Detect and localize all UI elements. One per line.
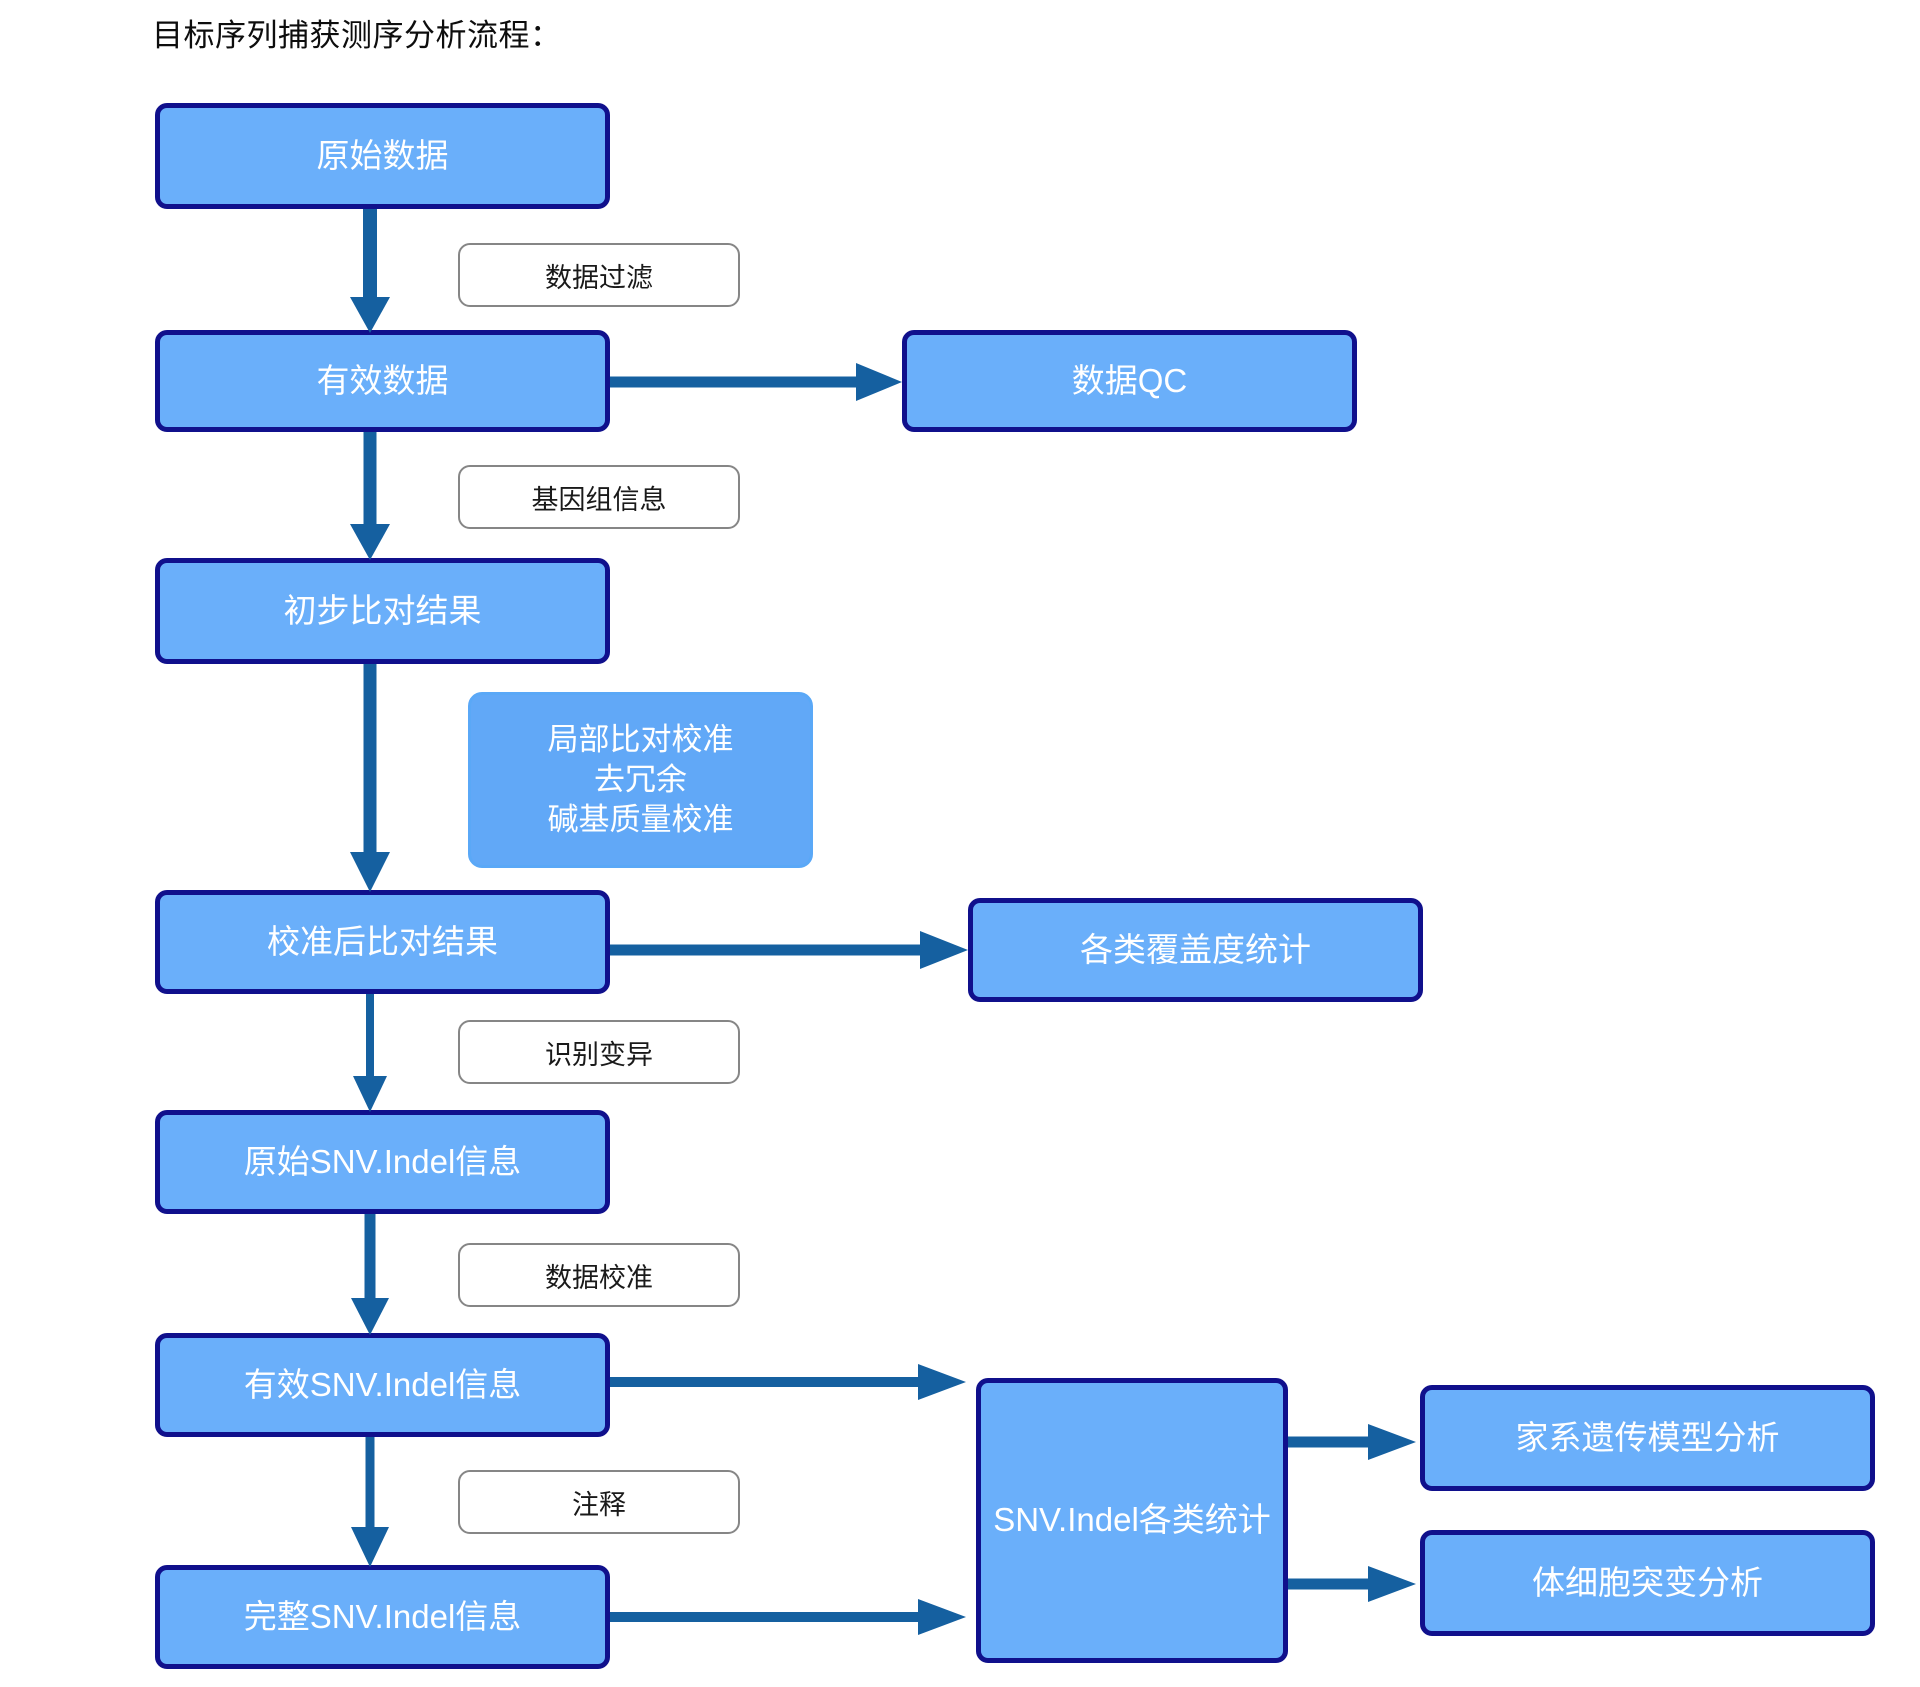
edge-label-data-filter: 数据过滤	[458, 243, 740, 307]
node-initial-alignment[interactable]: 初步比对结果	[155, 558, 610, 664]
edge-label-genome-info: 基因组信息	[458, 465, 740, 529]
node-pedigree-analysis[interactable]: 家系遗传模型分析	[1420, 1385, 1875, 1491]
connector-stats-to-pedigree	[1288, 1424, 1416, 1460]
connector-valid-snv-to-stats	[610, 1364, 966, 1400]
connector-valid-snv-to-full-snv	[351, 1437, 389, 1567]
node-coverage-stats[interactable]: 各类覆盖度统计	[968, 898, 1423, 1002]
connector-stats-to-somatic	[1288, 1566, 1416, 1602]
edge-label-call-variants: 识别变异	[458, 1020, 740, 1084]
node-clean-data[interactable]: 有效数据	[155, 330, 610, 432]
node-snv-indel-stats[interactable]: SNV.Indel各类统计	[976, 1378, 1288, 1663]
node-valid-snv-indel[interactable]: 有效SNV.Indel信息	[155, 1333, 610, 1437]
connector-clean-to-dataqc	[610, 363, 902, 401]
connector-raw-snv-to-valid-snv	[351, 1214, 389, 1335]
node-full-snv-indel[interactable]: 完整SNV.Indel信息	[155, 1565, 610, 1669]
connector-calibrated-to-raw-snv	[353, 994, 387, 1112]
node-raw-data[interactable]: 原始数据	[155, 103, 610, 209]
node-somatic-analysis[interactable]: 体细胞突变分析	[1420, 1530, 1875, 1636]
node-data-qc[interactable]: 数据QC	[902, 330, 1357, 432]
node-realign-calibration-block[interactable]: 局部比对校准 去冗余 碱基质量校准	[468, 692, 813, 868]
connector-calibrated-to-coverage	[610, 931, 968, 969]
connector-clean-to-initial-alignment	[350, 432, 390, 560]
edge-label-data-calibration: 数据校准	[458, 1243, 740, 1307]
page-title: 目标序列捕获测序分析流程：	[152, 18, 562, 53]
node-calibrated-alignment[interactable]: 校准后比对结果	[155, 890, 610, 994]
connector-raw-to-clean	[350, 209, 390, 333]
node-raw-snv-indel[interactable]: 原始SNV.Indel信息	[155, 1110, 610, 1214]
edge-label-annotation: 注释	[458, 1470, 740, 1534]
connector-full-snv-to-stats	[610, 1599, 966, 1635]
connector-initial-to-calibrated	[350, 664, 390, 892]
